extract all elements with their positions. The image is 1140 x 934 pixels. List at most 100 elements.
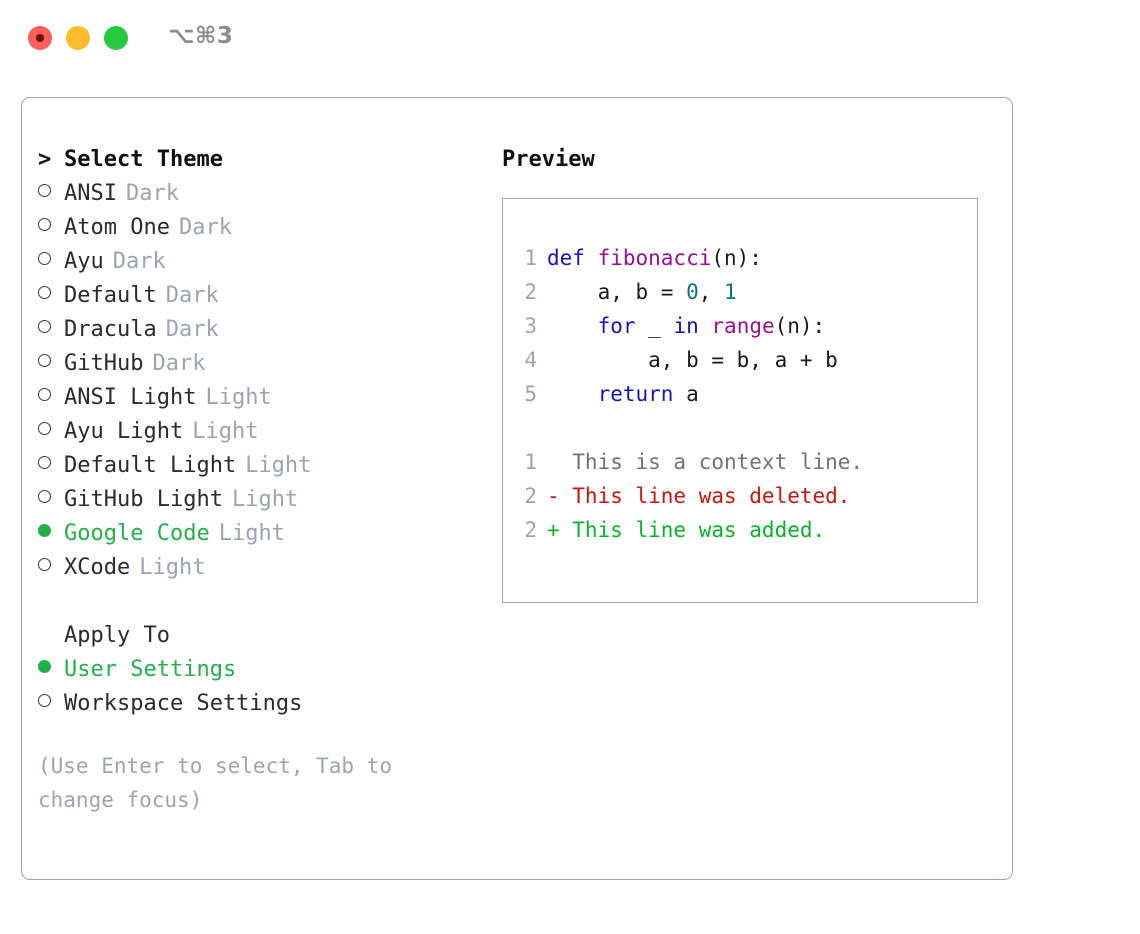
line-number: 1 — [524, 246, 537, 270]
bullet-shape — [38, 524, 51, 537]
token-plain — [699, 314, 712, 338]
theme-variant-tag: Light — [245, 453, 312, 478]
theme-variant-tag: Light — [218, 521, 285, 546]
apply-to-option-workspace-settings[interactable]: Workspace Settings — [38, 687, 488, 721]
select-theme-header: > Select Theme — [38, 143, 488, 177]
bullet-shape — [38, 320, 51, 333]
close-button-icon[interactable] — [28, 26, 52, 50]
code-line: 4 a, b = b, a + b — [503, 343, 977, 377]
diff-line-text: - This line was deleted. — [547, 479, 850, 513]
diff-line: 2 + This line was added. — [503, 513, 977, 547]
theme-variant-tag: Light — [192, 419, 259, 444]
theme-variant-tag: Light — [139, 555, 206, 580]
radio-unselected-icon — [38, 177, 64, 211]
bullet-shape — [38, 286, 51, 299]
radio-unselected-icon — [38, 551, 64, 585]
token-num: 1 — [724, 280, 737, 304]
page-title: Select Theme — [64, 147, 223, 172]
theme-variant-tag: Dark — [165, 317, 219, 342]
line-number: 4 — [524, 348, 537, 372]
section-spacer — [38, 585, 488, 619]
code-line: 5 return a — [503, 377, 977, 411]
theme-option-ansi[interactable]: ANSI Dark — [38, 177, 488, 211]
token-plain: (n): — [711, 246, 762, 270]
bullet-shape — [38, 490, 51, 503]
diff-line: 1 This is a context line. — [503, 445, 977, 479]
bullet-shape — [38, 354, 51, 367]
token-del: - This line was deleted. — [547, 484, 851, 508]
token-num: 0 — [686, 280, 699, 304]
token-plain: a, b = — [547, 280, 687, 304]
bullet-shape — [38, 184, 51, 197]
theme-option-label: ANSI Light — [64, 385, 197, 410]
keyboard-hint-text: (Use Enter to select, Tab to change focu… — [38, 754, 405, 812]
theme-option-label: XCode — [64, 555, 131, 580]
theme-option-label: GitHub Light — [64, 487, 223, 512]
bullet-shape — [38, 694, 51, 707]
diff-line-text: + This line was added. — [547, 513, 825, 547]
theme-variant-tag: Dark — [125, 181, 179, 206]
line-number: 3 — [524, 314, 537, 338]
radio-unselected-icon — [38, 313, 64, 347]
token-plain: (n): — [774, 314, 826, 338]
theme-option-default[interactable]: Default Dark — [38, 279, 488, 313]
bullet-shape — [38, 388, 51, 401]
token-plain — [547, 314, 598, 338]
theme-option-label: ANSI — [64, 181, 117, 206]
maximize-button-icon[interactable] — [104, 26, 128, 50]
radio-unselected-icon — [38, 415, 64, 449]
token-fn: fibonacci — [597, 246, 712, 270]
theme-option-ayu[interactable]: Ayu Dark — [38, 245, 488, 279]
line-number: 2 — [524, 518, 537, 542]
minimize-button-icon[interactable] — [66, 26, 90, 50]
line-number: 5 — [524, 382, 537, 406]
theme-variant-tag: Dark — [165, 283, 219, 308]
radio-unselected-icon — [38, 687, 64, 721]
radio-unselected-icon — [38, 449, 64, 483]
code-line-text: def fibonacci(n): — [547, 241, 762, 275]
line-number: 1 — [524, 450, 537, 474]
theme-option-label: Atom One — [64, 215, 170, 240]
token-kw: return — [597, 382, 674, 406]
theme-option-github-light[interactable]: GitHub Light Light — [38, 483, 488, 517]
bullet-shape — [38, 456, 51, 469]
theme-variant-tag: Dark — [152, 351, 206, 376]
token-add: + This line was added. — [547, 518, 826, 542]
theme-option-label: Ayu — [64, 249, 104, 274]
token-kw: for — [597, 314, 636, 338]
bullet-shape — [38, 660, 51, 673]
theme-variant-tag: Light — [231, 487, 299, 512]
theme-option-label: Dracula — [64, 317, 157, 342]
theme-option-dracula[interactable]: Dracula Dark — [38, 313, 488, 347]
theme-option-xcode[interactable]: XCode Light — [38, 551, 488, 585]
apply-to-option-label: Workspace Settings — [64, 691, 303, 716]
code-line-text: for _ in range(n): — [547, 309, 826, 343]
diff-line: 2- This line was deleted. — [503, 479, 977, 513]
radio-selected-icon — [38, 517, 64, 551]
token-kw: def — [547, 246, 598, 270]
window-shortcut-label: ⌥⌘3 — [168, 23, 234, 49]
apply-to-option-user-settings[interactable]: User Settings — [38, 653, 488, 687]
bullet-shape — [38, 558, 51, 571]
bullet-shape — [38, 422, 51, 435]
theme-variant-tag: Dark — [112, 249, 166, 274]
token-kw: in — [673, 314, 699, 338]
code-line-text: a, b = 0, 1 — [547, 275, 737, 309]
token-plain: a — [673, 382, 699, 406]
radio-unselected-icon — [38, 381, 64, 415]
code-line-text: return a — [547, 377, 699, 411]
apply-to-option-label: User Settings — [64, 657, 237, 682]
token-plain — [547, 382, 598, 406]
theme-option-label: Default — [64, 283, 157, 308]
